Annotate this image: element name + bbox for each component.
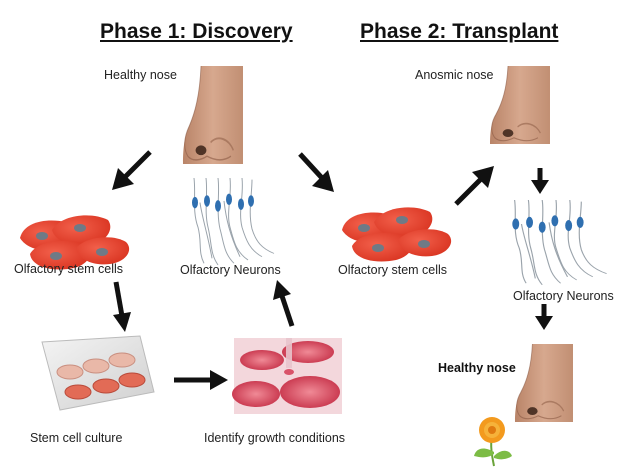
phase1-title: Phase 1: Discovery [100, 20, 293, 43]
growth-conditions-label: Identify growth conditions [204, 431, 346, 445]
flower-icon [474, 417, 512, 467]
phase2-stem-cells-label: Olfactory stem cells [338, 263, 448, 277]
phase1-stem-cells-label: Olfactory stem cells [14, 262, 124, 276]
culture-plate-image [41, 335, 155, 411]
anosmic-nose-photo [489, 65, 551, 145]
arrow-nose-to-phase2-stemcells [298, 152, 334, 192]
arrow-stemcells-to-anosmic-nose [454, 166, 494, 206]
anosmic-nose-label: Anosmic nose [415, 68, 494, 82]
arrow-stemcells-to-culture [113, 281, 131, 332]
arrow-neurons-to-healthy-nose [535, 304, 553, 330]
result-healthy-nose-label: Healthy nose [438, 361, 516, 375]
growth-conditions-image [232, 338, 342, 414]
phase2-neurons-label: Olfactory Neurons [513, 289, 614, 303]
arrow-growth-to-neurons [273, 280, 295, 327]
arrow-nose-to-stemcells [112, 150, 152, 190]
phase2-title: Phase 2: Transplant [360, 20, 559, 43]
stem-cell-cluster-phase2 [342, 207, 452, 262]
phase1-neurons-label: Olfactory Neurons [180, 263, 281, 277]
healthy-nose-photo [182, 65, 244, 165]
healthy-nose-result-photo [514, 343, 574, 423]
arrow-anosmic-nose-to-neurons [531, 168, 549, 194]
arrow-culture-to-growth [174, 370, 228, 390]
healthy-nose-label: Healthy nose [104, 68, 177, 82]
culture-label: Stem cell culture [30, 431, 123, 445]
neuron-bundle-phase1 [191, 177, 275, 266]
neuron-bundle-phase2 [511, 199, 608, 286]
